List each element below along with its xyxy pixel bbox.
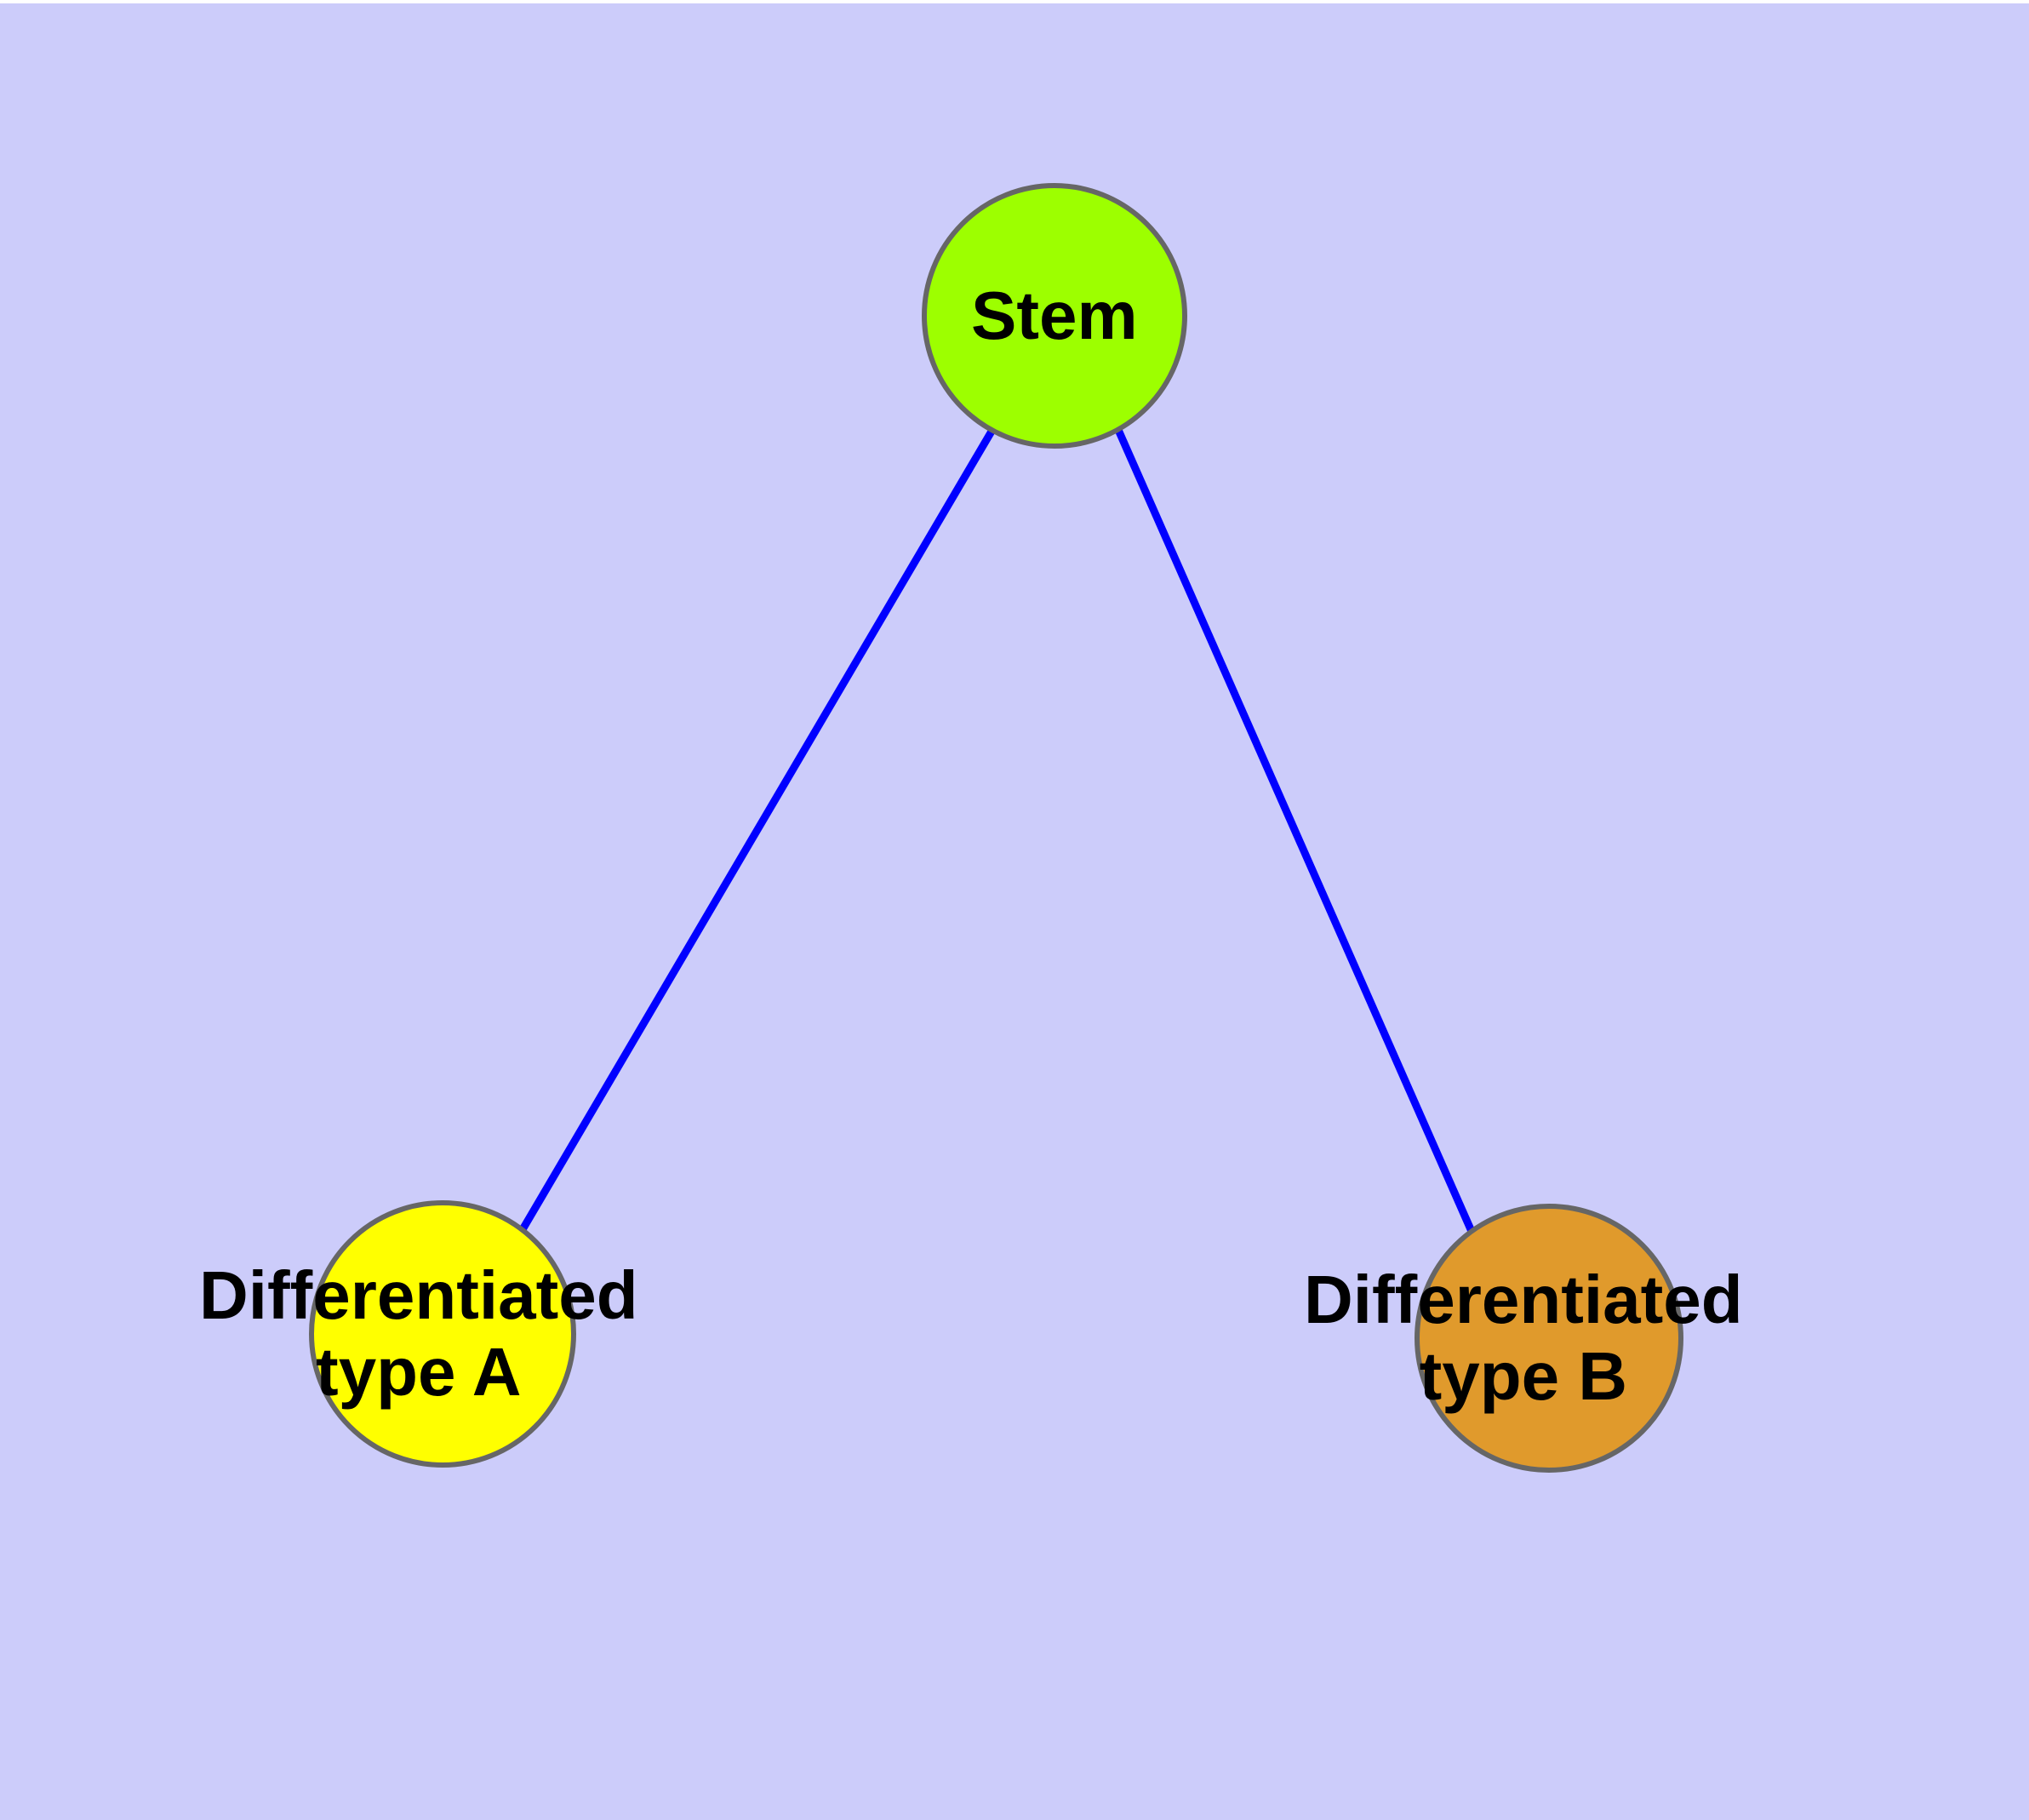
edge-layer — [518, 427, 1477, 1237]
graph-node-diff-b[interactable] — [1415, 1204, 1683, 1473]
graph-node-diff-a[interactable] — [309, 1200, 576, 1468]
node-layer — [309, 183, 1683, 1473]
graph-node-stem[interactable] — [922, 183, 1187, 449]
graph-edge-stem-to-diff-b — [1114, 428, 1477, 1237]
graph-edge-stem-to-diff-a — [518, 427, 996, 1233]
